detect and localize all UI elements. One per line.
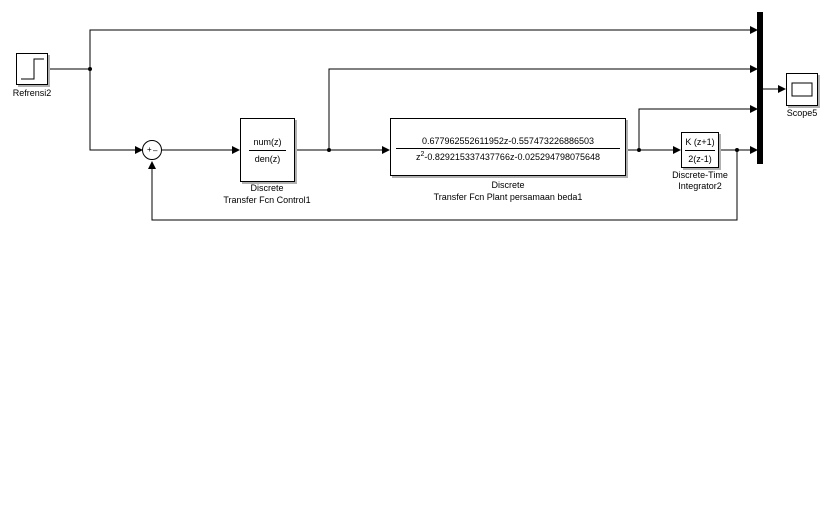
plant-denominator: z2-0.829215337437766z-0.025294798075648 — [391, 151, 625, 162]
wire-ref-to-mux[interactable] — [89, 29, 752, 69]
plant-numerator: 0.677962552611952z-0.557473226886503 — [421, 136, 594, 146]
arrow-mux-input-2 — [750, 65, 758, 73]
arrow-controller-input — [232, 146, 240, 154]
junction-control — [327, 148, 331, 152]
wire-control-to-mux[interactable] — [328, 68, 752, 150]
scope-block-label: Scope5 — [786, 108, 818, 118]
step-block-label: Refrensi2 — [12, 88, 52, 98]
integrator-block[interactable]: K (z+1) 2(z-1) — [681, 132, 719, 168]
integrator-fraction-line — [685, 150, 715, 151]
controller-numerator: num(z) — [253, 137, 282, 147]
controller-fraction-line — [249, 150, 286, 151]
wire-ref-to-sum[interactable] — [89, 69, 138, 151]
controller-transfer-fcn-block[interactable]: num(z) den(z) — [240, 118, 295, 182]
step-block[interactable] — [16, 53, 48, 85]
arrow-sum-minus-input — [148, 161, 156, 169]
sum-block[interactable]: + – — [142, 140, 162, 160]
arrow-mux-input-1 — [750, 26, 758, 34]
plant-label-line2: Transfer Fcn Plant persamaan beda1 — [433, 192, 583, 202]
sum-minus-sign: – — [153, 146, 158, 155]
integrator-numerator: K (z+1) — [685, 137, 715, 147]
wire-plant-to-mux[interactable] — [638, 108, 752, 150]
junction-ref — [88, 67, 92, 71]
wire-feedback[interactable] — [151, 150, 738, 221]
arrow-integrator-input — [673, 146, 681, 154]
sum-plus-sign: + — [147, 145, 152, 154]
plant-den-rest: -0.829215337437766z-0.025294798075648 — [424, 152, 601, 162]
arrow-plant-input — [382, 146, 390, 154]
integrator-label-line1: Discrete-Time — [672, 170, 728, 180]
plant-fraction-line — [396, 148, 620, 149]
integrator-denominator: 2(z-1) — [688, 154, 712, 164]
arrow-mux-input-3 — [750, 105, 758, 113]
controller-label-line1: Discrete — [250, 183, 284, 193]
plant-label-line1: Discrete — [491, 180, 525, 190]
scope-screen-icon — [791, 82, 813, 97]
arrow-mux-input-4 — [750, 146, 758, 154]
junction-feedback — [735, 148, 739, 152]
junction-plant — [637, 148, 641, 152]
arrow-scope-input — [778, 85, 786, 93]
scope-block[interactable] — [786, 73, 818, 106]
integrator-label-line2: Integrator2 — [678, 181, 722, 191]
step-function-icon — [21, 58, 44, 80]
plant-den-exponent: 2 — [420, 151, 425, 158]
controller-label-line2: Transfer Fcn Control1 — [223, 195, 311, 205]
arrow-sum-plus-input — [135, 146, 143, 154]
mux-block[interactable] — [757, 12, 763, 164]
controller-denominator: den(z) — [254, 154, 281, 164]
plant-den-prefix: z — [415, 152, 421, 162]
plant-transfer-fcn-block[interactable]: 0.677962552611952z-0.557473226886503 z2-… — [390, 118, 626, 176]
